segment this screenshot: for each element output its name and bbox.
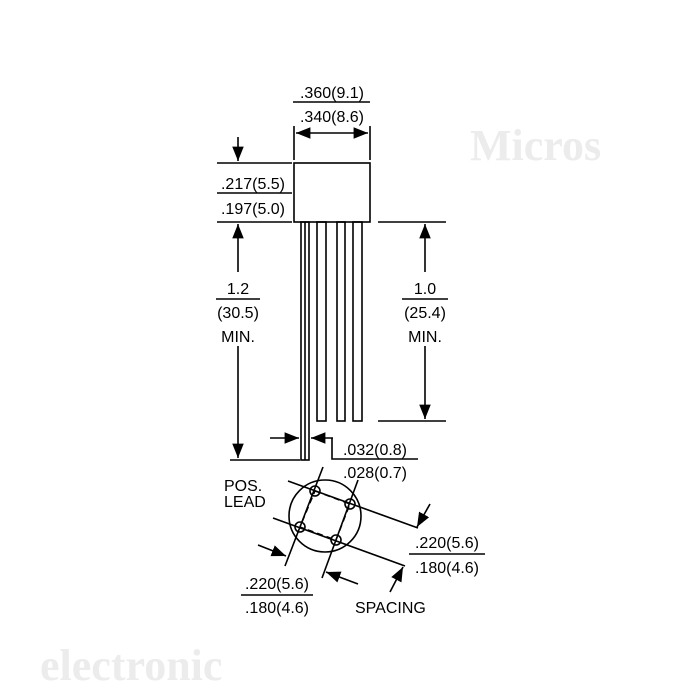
pos-lead-label-2: LEAD xyxy=(224,494,266,511)
spacing-left-max-label: .220(5.6) xyxy=(245,576,309,593)
spacing-right-max-label: .220(5.6) xyxy=(415,535,479,552)
height-max-label: .217(5.5) xyxy=(221,176,285,193)
width-min-label: .340(8.6) xyxy=(300,109,364,126)
lead-length-right-2: (25.4) xyxy=(404,305,446,322)
width-max-label: .360(9.1) xyxy=(300,85,364,102)
leads xyxy=(300,221,363,461)
lead-length-left-3: MIN. xyxy=(221,329,255,346)
lead-width-max-label: .032(0.8) xyxy=(343,442,407,459)
watermark-line2: electronic xyxy=(40,641,222,690)
lead-length-right-3: MIN. xyxy=(408,329,442,346)
lead-length-right-1: 1.0 xyxy=(414,281,436,298)
watermark-line1: Micros xyxy=(470,121,601,170)
lead-length-left-2: (30.5) xyxy=(217,305,259,322)
bottom-view xyxy=(257,466,431,593)
spacing-right-min-label: .180(4.6) xyxy=(415,560,479,577)
lead-length-left-1: 1.2 xyxy=(227,281,249,298)
lead-width-min-label: .028(0.7) xyxy=(343,465,407,482)
spacing-left-min-label: .180(4.6) xyxy=(245,600,309,617)
height-min-label: .197(5.0) xyxy=(221,201,285,218)
spacing-label: SPACING xyxy=(355,600,426,617)
pos-lead-label-1: POS. xyxy=(224,478,262,495)
package-body xyxy=(293,162,371,223)
